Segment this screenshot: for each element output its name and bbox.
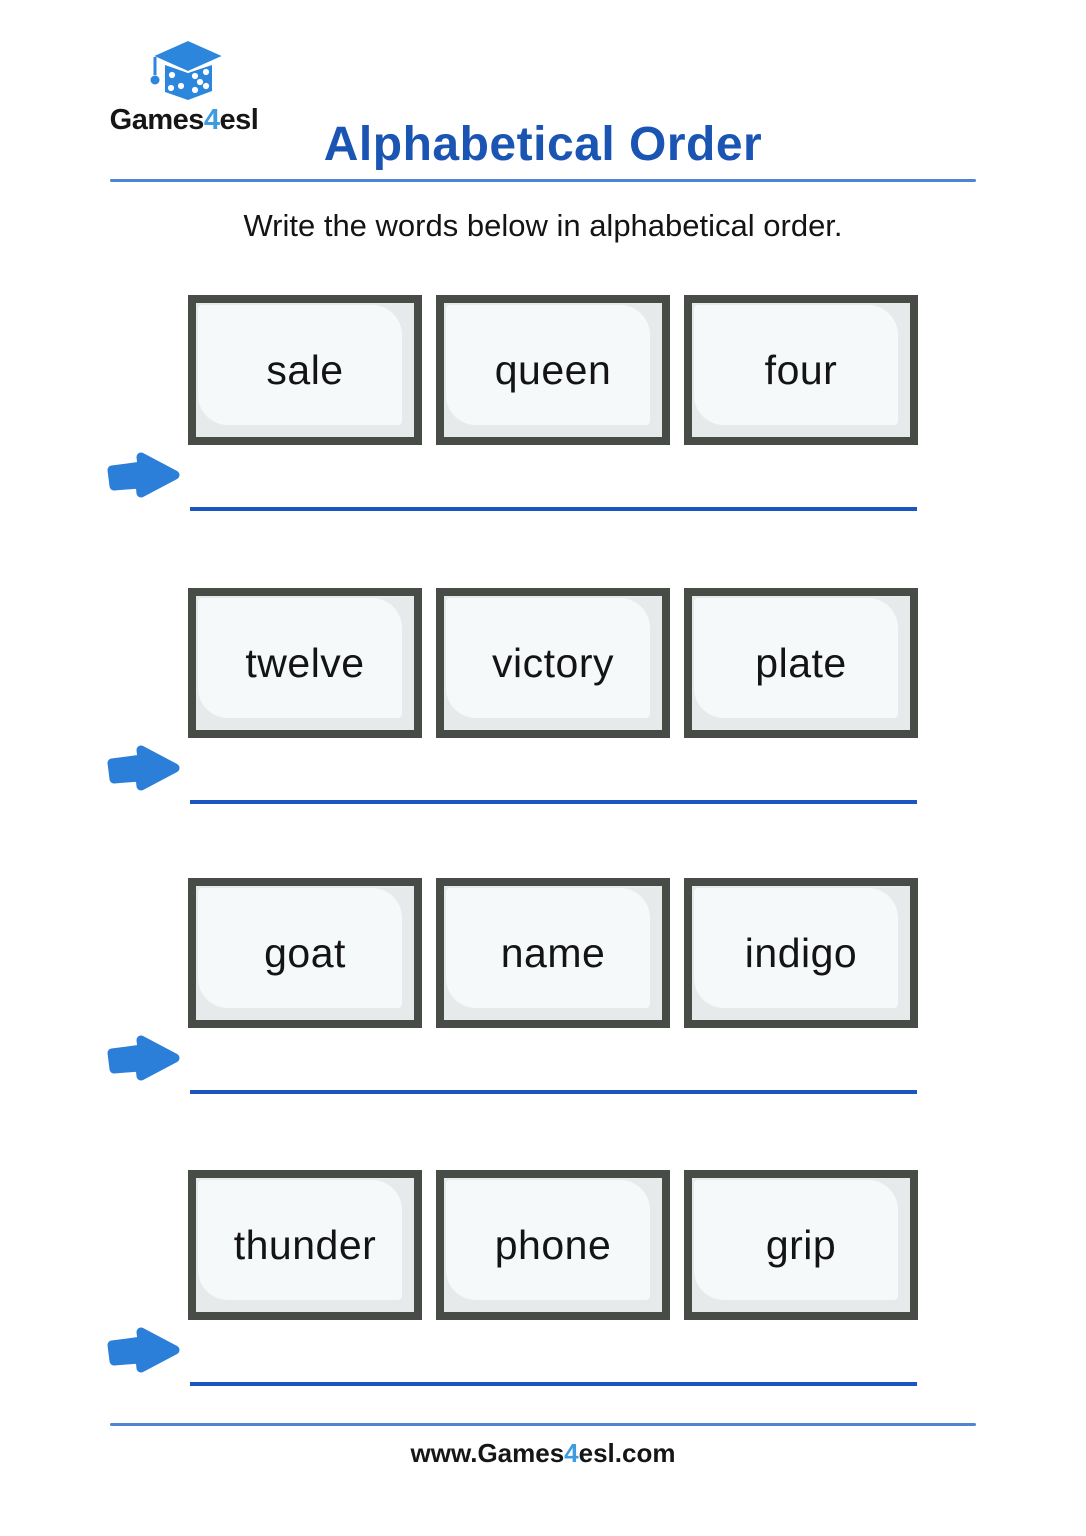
word-card: victory [436, 588, 670, 738]
right-arrow-icon [107, 745, 180, 791]
word-label: sale [266, 346, 344, 393]
word-label: thunder [233, 1221, 377, 1268]
word-label: plate [755, 639, 847, 686]
word-label: queen [494, 346, 612, 393]
word-card-face [694, 888, 898, 1008]
word-card-face [694, 598, 898, 718]
brand-name-number: 4 [203, 104, 220, 136]
word-card: name [436, 878, 670, 1028]
answer-input-row-2[interactable] [190, 738, 917, 804]
word-label: goat [264, 929, 346, 976]
word-card: twelve [188, 588, 422, 738]
word-card-face [446, 598, 650, 718]
word-row-1: sale queen four [0, 295, 1086, 525]
word-label: grip [765, 1221, 837, 1268]
footer-url-prefix: www.Games [410, 1438, 565, 1468]
word-cards: twelve victory plate [188, 588, 918, 738]
word-card: goat [188, 878, 422, 1028]
brand-name-suffix: esl [219, 104, 259, 136]
word-card-face [446, 888, 650, 1008]
brand-name: Games4esl [100, 104, 268, 137]
word-card-face [198, 305, 402, 425]
brand-logo: Games4esl [100, 38, 268, 137]
dice-graduation-cap-icon [149, 38, 226, 100]
word-card: grip [684, 1170, 918, 1320]
footer-url: www.Games4esl.com [0, 1438, 1086, 1469]
word-label: name [500, 929, 606, 976]
word-card-face [198, 888, 402, 1008]
word-card: indigo [684, 878, 918, 1028]
right-arrow-icon [107, 452, 180, 498]
word-card: plate [684, 588, 918, 738]
right-arrow-icon [107, 1327, 180, 1373]
footer-url-suffix: esl.com [578, 1438, 676, 1468]
answer-input-row-3[interactable] [190, 1028, 917, 1094]
word-card: sale [188, 295, 422, 445]
right-arrow-icon [107, 1035, 180, 1081]
word-label: twelve [245, 639, 365, 686]
word-cards: goat name indigo [188, 878, 918, 1028]
footer-divider [110, 1423, 976, 1426]
word-card: queen [436, 295, 670, 445]
answer-input-row-4[interactable] [190, 1320, 917, 1386]
word-cards: sale queen four [188, 295, 918, 445]
word-row-4: thunder phone grip [0, 1170, 1086, 1400]
word-card: phone [436, 1170, 670, 1320]
brand-name-prefix: Games [109, 104, 205, 136]
word-card-face [446, 1180, 650, 1300]
word-card-face [694, 1180, 898, 1300]
footer-url-number: 4 [564, 1438, 579, 1468]
page-title: Alphabetical Order [323, 118, 763, 171]
word-card: thunder [188, 1170, 422, 1320]
word-card-face [694, 305, 898, 425]
word-cards: thunder phone grip [188, 1170, 918, 1320]
header-divider [110, 179, 976, 182]
word-card-face [446, 305, 650, 425]
word-label: phone [494, 1221, 612, 1268]
word-row-3: goat name indigo [0, 878, 1086, 1108]
word-card-face [198, 1180, 402, 1300]
word-card: four [684, 295, 918, 445]
word-card-face [198, 598, 402, 718]
word-row-2: twelve victory plate [0, 588, 1086, 818]
word-label: four [764, 346, 838, 393]
word-label: indigo [744, 929, 858, 976]
word-label: victory [492, 639, 614, 686]
answer-input-row-1[interactable] [190, 445, 917, 511]
instruction-text: Write the words below in alphabetical or… [243, 208, 843, 243]
